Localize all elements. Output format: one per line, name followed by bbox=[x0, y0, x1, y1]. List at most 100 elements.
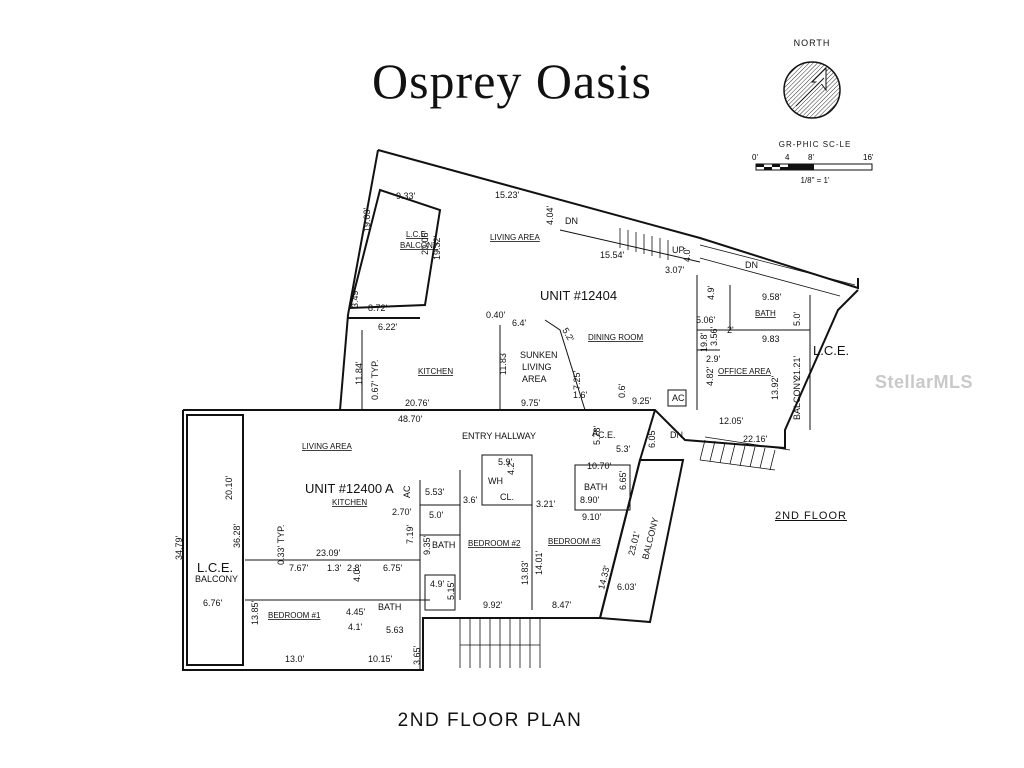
page-title: Osprey Oasis bbox=[371, 53, 653, 109]
ce-label: C.E. bbox=[598, 430, 616, 440]
scale-title: GR-PHIC SC-LE bbox=[778, 140, 852, 149]
dimension-label: 4.1' bbox=[348, 622, 363, 632]
living-area-upper-label: LIVING AREA bbox=[490, 233, 540, 242]
ac-lower-label: AC bbox=[402, 485, 412, 498]
dn-label-3: DN bbox=[670, 430, 683, 440]
dimension-label: 7.25' bbox=[572, 370, 582, 390]
lce-upper-label: L.C.E. bbox=[406, 230, 428, 239]
sunken-living-label-3: AREA bbox=[522, 374, 547, 384]
dimension-label: 5.9' bbox=[498, 457, 513, 467]
bedroom-1-label: BEDROOM #1 bbox=[268, 611, 321, 620]
dimension-label: 9.58' bbox=[762, 292, 782, 302]
dimension-label: 7.67' bbox=[289, 563, 309, 573]
bath-lower-1-label: BATH bbox=[432, 540, 455, 550]
dimension-label: 1.6' bbox=[573, 390, 588, 400]
dimension-label: 19.32' bbox=[432, 235, 442, 260]
dimension-label: 20.76' bbox=[405, 398, 430, 408]
dimension-label: 8.47' bbox=[552, 600, 572, 610]
dimension-label: 6.03' bbox=[617, 582, 637, 592]
dimension-label: 3.65' bbox=[412, 645, 422, 665]
balcony-lower-label: BALCONY bbox=[640, 516, 660, 560]
dimension-label: 5.15' bbox=[446, 580, 456, 600]
dimension-label: 14.01' bbox=[534, 550, 544, 575]
lce-lower-label: L.C.E. bbox=[197, 560, 233, 575]
plan-title: 2ND FLOOR PLAN bbox=[397, 710, 583, 731]
office-area-label: OFFICE AREA bbox=[718, 367, 772, 376]
dimension-label: 21.21' bbox=[792, 355, 802, 380]
dimension-label: 6.4' bbox=[512, 318, 527, 328]
dimension-label: 5.0' bbox=[792, 311, 802, 326]
dimension-label: 48.70' bbox=[398, 414, 423, 424]
dimension-label: 19.03' bbox=[362, 207, 372, 232]
dimension-label: 5.0' bbox=[429, 510, 444, 520]
dimension-label: 4.9' bbox=[706, 285, 716, 300]
wh-label: WH bbox=[488, 476, 503, 486]
dimension-label: 36.28' bbox=[232, 523, 242, 548]
lce-upper-balcony-label: BALCONY bbox=[400, 241, 439, 250]
dimension-label: 22.16' bbox=[743, 434, 768, 444]
dimension-label: 13.0' bbox=[285, 654, 305, 664]
unit-label-lower: UNIT #12400 A bbox=[305, 481, 394, 496]
kitchen-lower-label: KITCHEN bbox=[332, 498, 367, 507]
scale-tick-8: 8' bbox=[808, 153, 814, 162]
balcony-right-label: BALCONY bbox=[792, 377, 802, 420]
up-label: UP bbox=[672, 245, 685, 255]
dimension-label: 5.63 bbox=[386, 625, 404, 635]
dimension-label: 34.79' bbox=[174, 535, 184, 560]
dn-label-2: DN bbox=[745, 260, 758, 270]
bedroom-2-label: BEDROOM #2 bbox=[468, 539, 521, 548]
dimension-label: 9.35' bbox=[422, 535, 432, 555]
dimension-label: 9.25' bbox=[632, 396, 652, 406]
dimension-label: 3.56' bbox=[709, 326, 719, 346]
cl-label: CL. bbox=[500, 492, 514, 502]
dimension-label: 8.72' bbox=[368, 303, 388, 313]
dimension-label: 3.21' bbox=[536, 499, 556, 509]
scale-tick-4: 4 bbox=[785, 153, 790, 162]
dimension-label: 10.70' bbox=[587, 461, 612, 471]
a-label: A bbox=[592, 428, 598, 438]
bedroom-3-label: BEDROOM #3 bbox=[548, 537, 601, 546]
watermark-text: StellarMLS bbox=[875, 372, 974, 392]
lce-lower-balcony-label: BALCONY bbox=[195, 574, 238, 584]
dimension-label: 6.65' bbox=[618, 470, 628, 490]
dimension-label: 13.92' bbox=[770, 375, 780, 400]
dimension-label: 4.0' bbox=[352, 567, 362, 582]
dimension-label: 6.22' bbox=[378, 322, 398, 332]
dimension-label: 4.0' bbox=[682, 247, 692, 262]
dimension-label: 23.01' bbox=[626, 530, 642, 556]
dimension-label: 3.6' bbox=[463, 495, 478, 505]
dimension-label: 13.83' bbox=[520, 560, 530, 585]
dimension-label: 19.8' bbox=[699, 332, 709, 352]
north-label: NORTH bbox=[793, 38, 831, 48]
dn-label-1: DN bbox=[565, 216, 578, 226]
dining-room-label: DINING ROOM bbox=[588, 333, 643, 342]
north-arrow-icon bbox=[783, 61, 841, 119]
dimension-label: 7.19' bbox=[405, 524, 415, 544]
dimension-label: 23.09' bbox=[316, 548, 341, 558]
dimension-label: 9.33' bbox=[396, 191, 416, 201]
sunken-living-label-2: LIVING bbox=[522, 362, 552, 372]
sunken-living-label-1: SUNKEN bbox=[520, 350, 558, 360]
dimension-label: 5.2' bbox=[560, 326, 576, 344]
bath-upper-label: BATH bbox=[755, 309, 776, 318]
dimension-label: 4.9' bbox=[430, 579, 445, 589]
bath-lower-3-label: BATH bbox=[584, 482, 607, 492]
dimension-label: 0.6' bbox=[617, 383, 627, 398]
dimension-label: 6.76' bbox=[203, 598, 223, 608]
dimension-label: 5.06' bbox=[696, 315, 716, 325]
graphic-scale: 0' 4 8' 16' bbox=[752, 153, 874, 171]
dimension-label: 0.40' bbox=[486, 310, 506, 320]
dimension-label: 6.75' bbox=[383, 563, 403, 573]
scale-tick-0: 0' bbox=[752, 153, 758, 162]
dimension-label: 9.10' bbox=[582, 512, 602, 522]
dimension-label: 15.23' bbox=[495, 190, 520, 200]
dimension-label: 11.84' bbox=[354, 361, 364, 385]
dimension-label: 2.70' bbox=[392, 507, 412, 517]
dimension-label: 4.82' bbox=[705, 366, 715, 386]
dimension-label: 4.45' bbox=[346, 607, 366, 617]
kitchen-upper-label: KITCHEN bbox=[418, 367, 453, 376]
dimension-label: 8.90' bbox=[580, 495, 600, 505]
typ-label-lower: 0.33' TYP. bbox=[276, 525, 286, 565]
dimension-label: 15.54' bbox=[600, 250, 625, 260]
dimension-label: 2' bbox=[727, 325, 734, 335]
